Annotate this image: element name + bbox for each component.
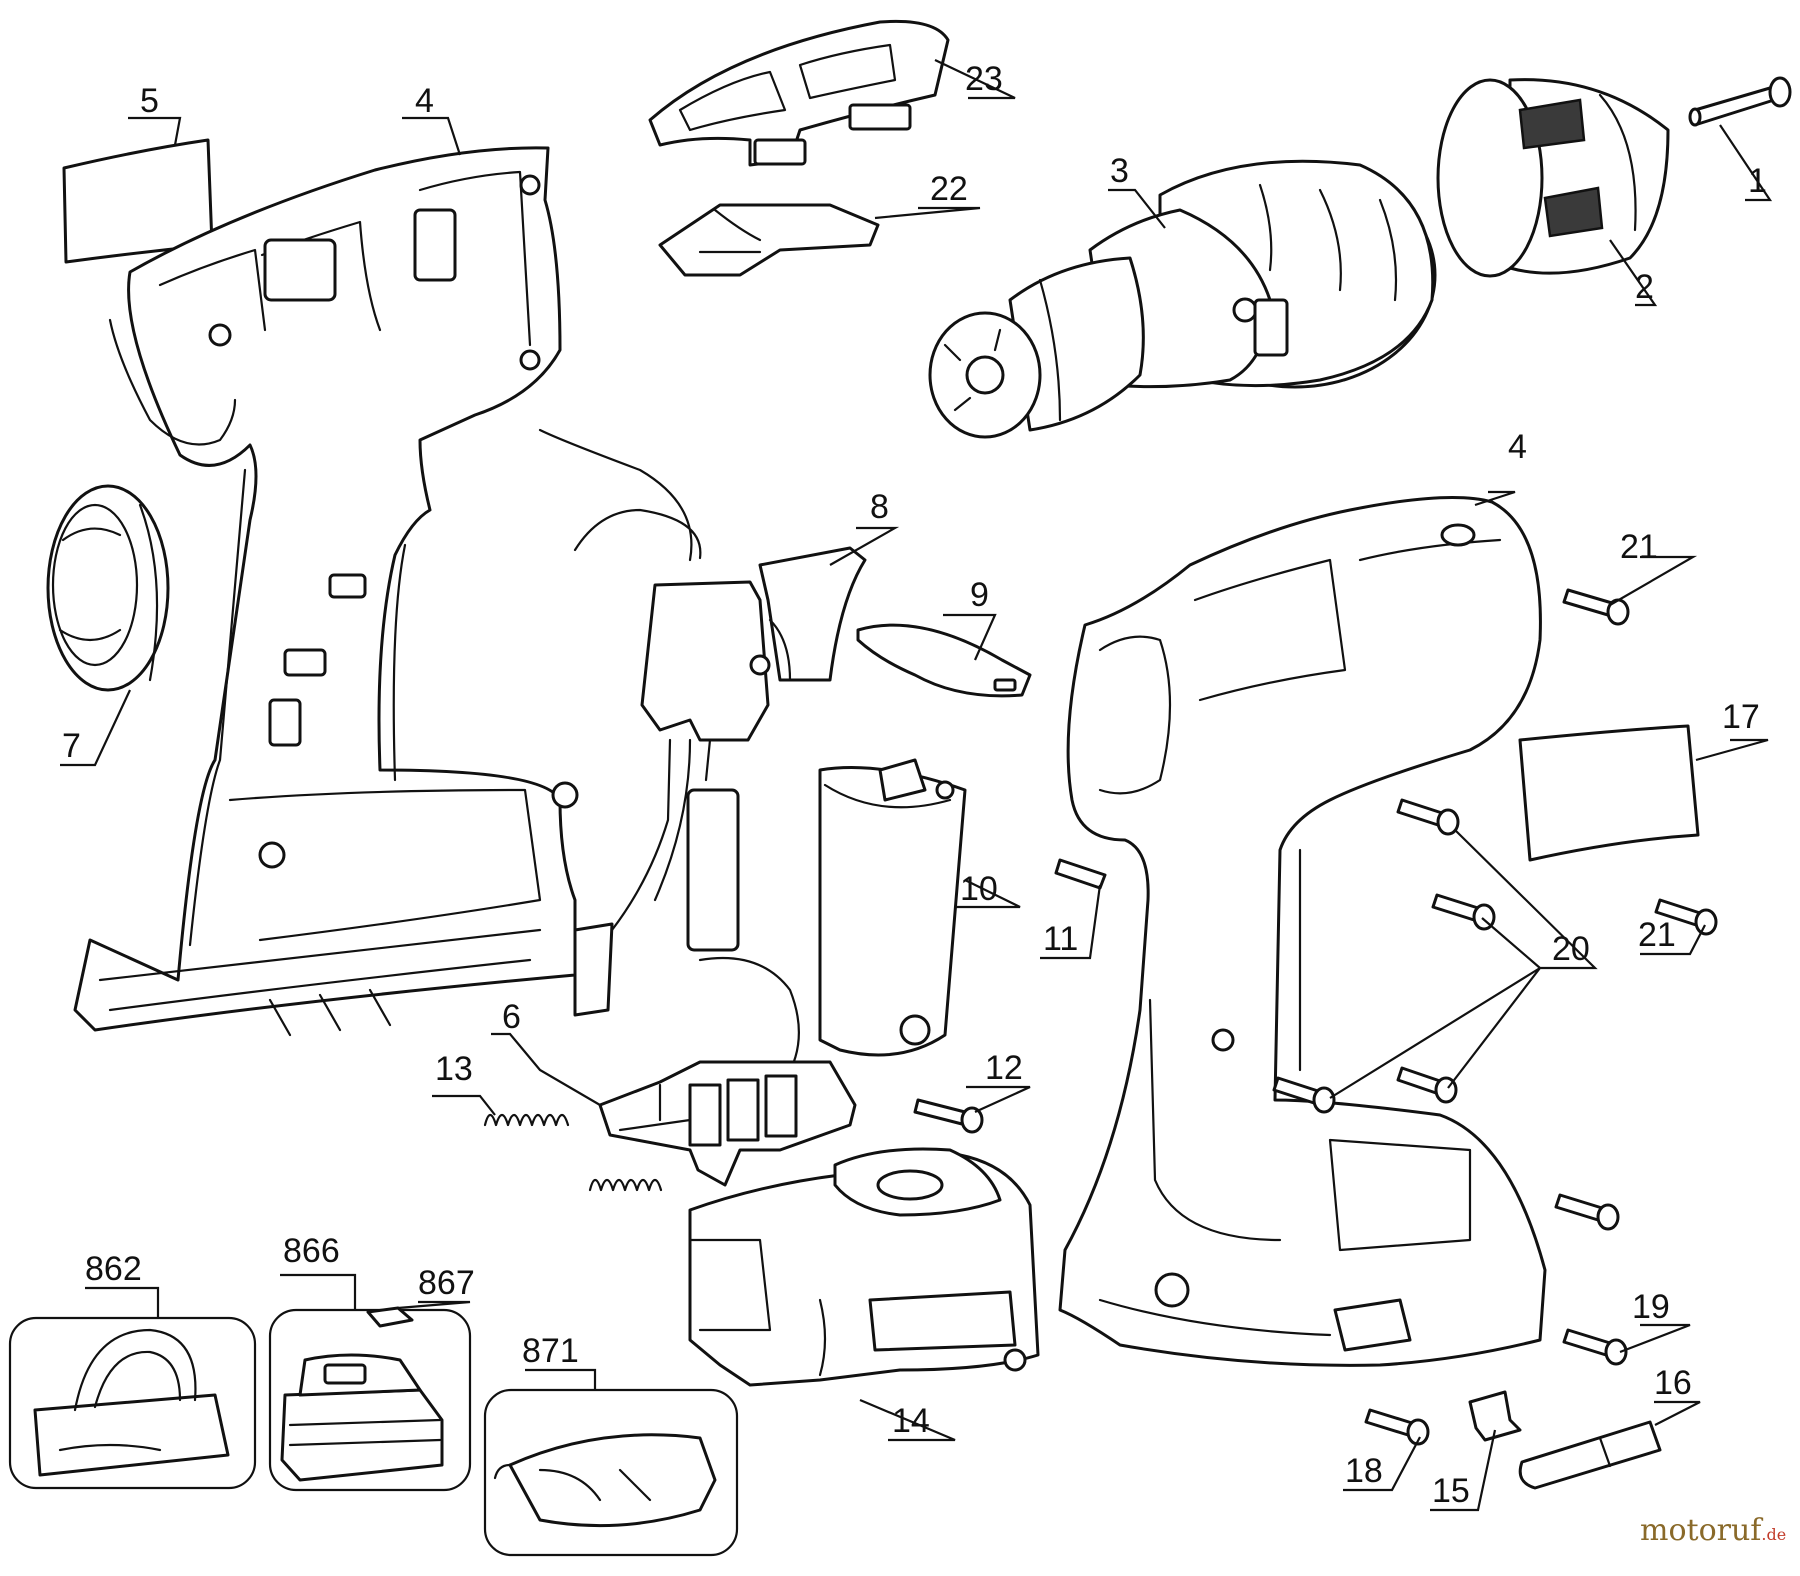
callout-13: 13 [435,1050,473,1088]
part-17-label-plate [1518,724,1700,862]
part-10-battery-block [818,758,967,1057]
part-8-trigger-switch [538,428,867,1082]
callout-862: 862 [85,1250,142,1288]
callout-17: 17 [1722,698,1760,736]
callout-10: 10 [960,870,998,908]
accessory-867-battery-clip [366,1306,414,1328]
callout-4-right: 4 [1508,428,1527,466]
part-2-chuck-collar [1436,78,1670,278]
part-14-battery-cradle [688,1147,1040,1387]
callout-18: 18 [1345,1452,1383,1490]
accessory-866-battery [268,1308,472,1492]
part-13-spring-upper [483,1113,570,1127]
watermark: motoruf.de [1640,1513,1786,1548]
accessory-862-bag [8,1316,257,1490]
accessory-871-charger [483,1388,739,1557]
part-6-terminal-holder [598,1060,857,1187]
callout-9: 9 [970,576,989,614]
callout-3: 3 [1110,152,1129,190]
part-11-pin [1054,858,1107,890]
leader-lines [60,59,1773,1512]
callout-4-left: 4 [415,82,434,120]
callout-5: 5 [140,82,159,120]
callout-16: 16 [1654,1364,1692,1402]
part-21-screw-upper [1562,588,1630,626]
callout-871: 871 [522,1332,579,1370]
callout-867: 867 [418,1264,475,1302]
callout-23: 23 [965,60,1003,98]
part-7-side-knob [46,484,170,692]
svg-text:motoruf.de: motoruf.de [1640,1513,1786,1548]
callout-866: 866 [283,1232,340,1270]
part-16-screwdriver-bit [1518,1420,1662,1490]
part-23-top-cover [648,19,950,167]
part-12-screw [913,1098,984,1134]
callout-1: 1 [1748,162,1767,200]
part-4-housing-right [1058,496,1547,1367]
part-1-screw [1688,76,1792,127]
part-21-screw-lower [1654,898,1718,936]
watermark-suffix: .de [1761,1525,1786,1544]
callout-19: 19 [1632,1288,1670,1326]
callout-7: 7 [62,727,81,765]
watermark-brand: motoruf [1640,1513,1763,1548]
callout-12: 12 [985,1049,1023,1087]
callout-22: 22 [930,170,968,208]
callout-labels: 1 2 3 4 4 5 6 7 8 9 10 11 12 13 14 15 16… [62,60,1767,1510]
part-18-screw [1364,1408,1430,1446]
callout-21-lower: 21 [1638,916,1676,954]
callout-6: 6 [502,998,521,1036]
callout-11: 11 [1043,920,1078,958]
callout-2: 2 [1635,268,1654,306]
part-13-spring-lower [588,1178,663,1192]
callout-14: 14 [892,1402,930,1440]
part-3-motor-gearbox [928,159,1437,439]
callout-8: 8 [870,488,889,526]
part-4-housing-left [73,146,579,1037]
part-19-screw [1562,1328,1628,1366]
part-22-switch-slider [658,203,880,277]
part-15-clip [1468,1390,1522,1442]
callout-15: 15 [1432,1472,1470,1510]
part-9-cover-piece [856,623,1032,698]
callout-21-upper: 21 [1620,528,1658,566]
callout-20: 20 [1552,930,1590,968]
